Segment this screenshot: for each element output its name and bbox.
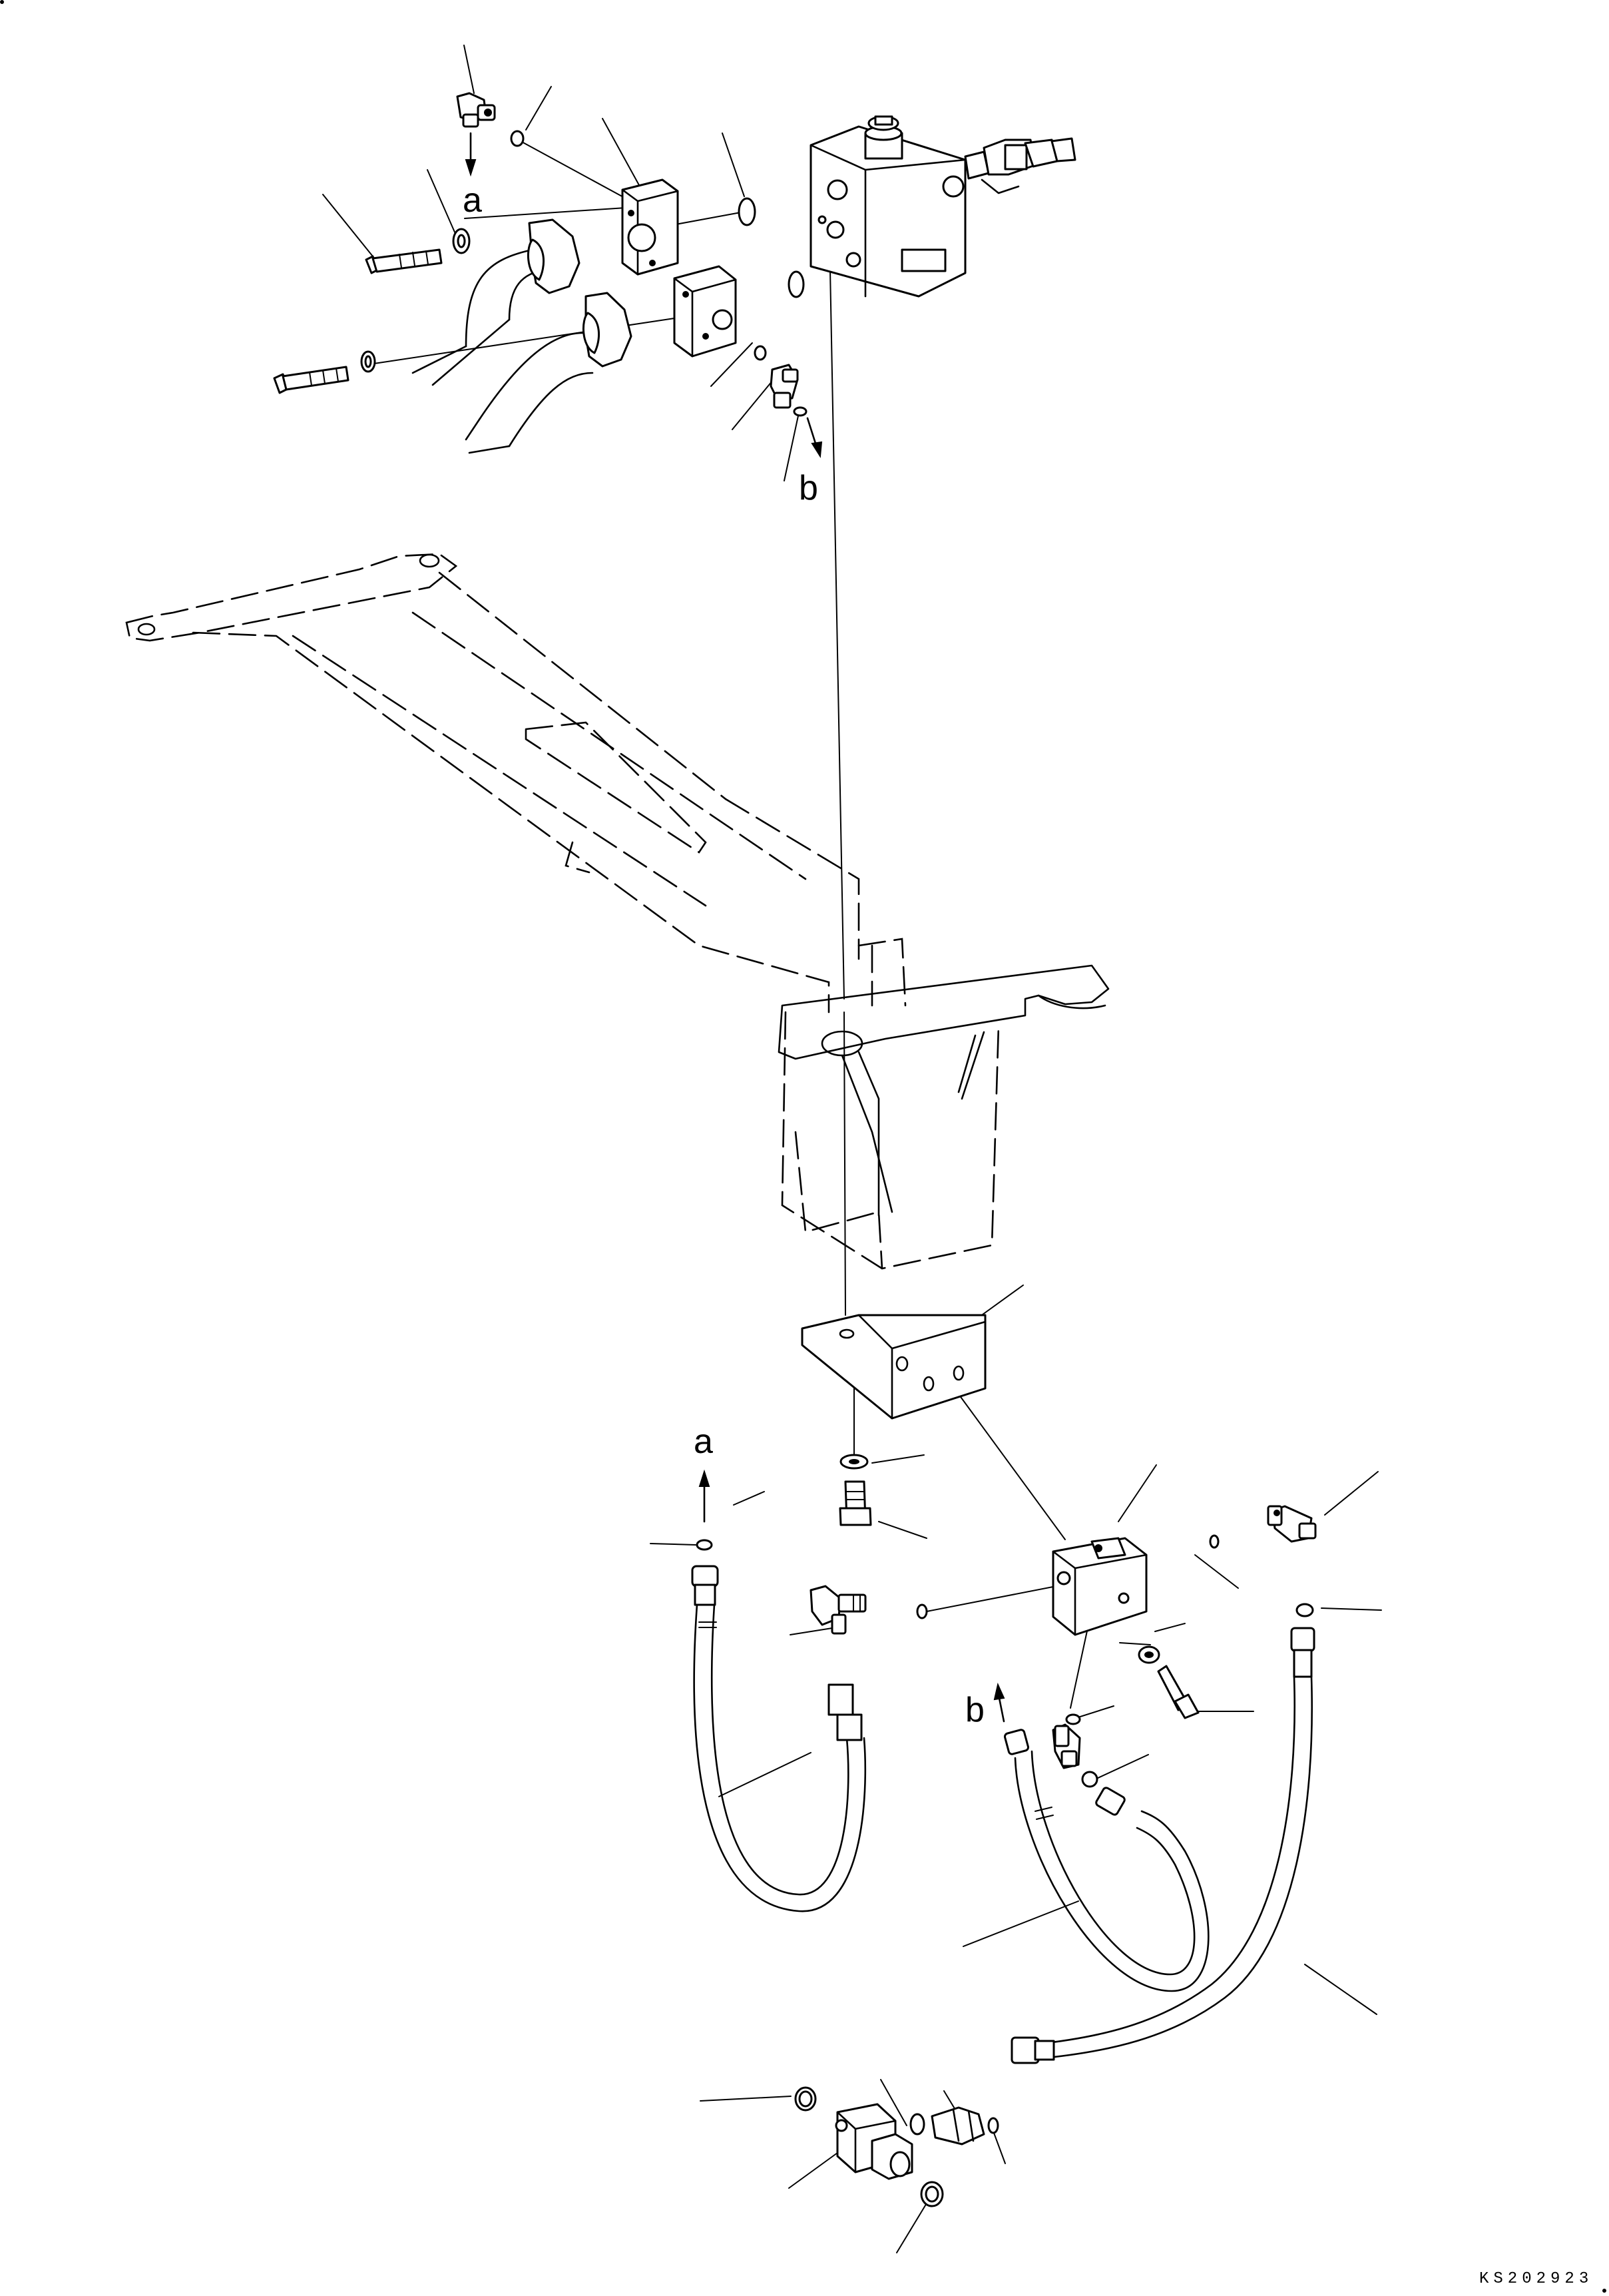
elbow-fitting-top bbox=[456, 92, 496, 128]
washer-valve bbox=[1138, 1645, 1160, 1664]
o-ring-top-3 bbox=[754, 345, 767, 361]
corner-dot-bottom-right bbox=[1602, 2289, 1606, 2293]
elbow-fitting-left bbox=[809, 1585, 867, 1635]
frame-member bbox=[125, 553, 1110, 1270]
hose-flange-upper bbox=[411, 218, 580, 386]
elbow-fitting-right bbox=[1267, 1505, 1317, 1543]
hose-middle bbox=[1003, 1729, 1210, 1992]
o-ring-top-small bbox=[510, 130, 525, 147]
o-ring-right-hose bbox=[1295, 1603, 1314, 1617]
elbow-fitting-center bbox=[1052, 1723, 1081, 1769]
bottom-o-ring-mid bbox=[909, 2113, 925, 2136]
view-letter-b-top: b bbox=[799, 469, 818, 507]
bottom-elbow-block bbox=[835, 2103, 913, 2180]
bolt-mid bbox=[839, 1480, 872, 1526]
o-ring-center-1 bbox=[1065, 1713, 1081, 1725]
drawing-code: KS202923 bbox=[1479, 2270, 1593, 2288]
bottom-o-ring-small bbox=[987, 2117, 999, 2134]
view-letter-b-bottom: b bbox=[965, 1691, 985, 1729]
valve-block bbox=[809, 115, 1076, 298]
bottom-o-ring-lower bbox=[920, 2181, 944, 2207]
bottom-adapter bbox=[931, 2106, 985, 2146]
washer-upper bbox=[452, 228, 471, 254]
arrow-a-top: a bbox=[463, 132, 482, 220]
split-flange-upper bbox=[621, 178, 679, 276]
o-ring-valve-left bbox=[916, 1603, 928, 1619]
hose-right bbox=[1011, 1627, 1315, 2064]
corner-dot-top-left bbox=[0, 0, 4, 4]
bolt-valve bbox=[1157, 1665, 1200, 1719]
check-valve-block bbox=[1052, 1537, 1148, 1636]
arrow-b-bottom: b bbox=[965, 1682, 1005, 1729]
leader-lines bbox=[322, 45, 1382, 2253]
bolt-lower bbox=[273, 366, 349, 394]
view-letter-a-top: a bbox=[463, 181, 482, 220]
o-ring-top-2 bbox=[788, 270, 805, 298]
view-letter-a-bottom: a bbox=[694, 1422, 713, 1461]
o-ring-b-small bbox=[793, 406, 807, 417]
washer-mid bbox=[839, 1454, 869, 1470]
assembly-lines bbox=[373, 141, 1151, 1709]
o-ring-center-2 bbox=[1081, 1771, 1098, 1788]
o-ring-valve-right bbox=[1209, 1534, 1220, 1549]
bottom-o-ring-top bbox=[794, 2086, 817, 2112]
hose-left bbox=[691, 1565, 867, 1912]
arrow-a-bottom: a bbox=[694, 1422, 713, 1523]
bolt-upper bbox=[365, 248, 443, 274]
elbow-fitting-b bbox=[770, 364, 799, 409]
washer-lower bbox=[360, 350, 376, 373]
mounting-bracket bbox=[801, 1314, 987, 1420]
o-ring-a-bottom bbox=[696, 1539, 713, 1551]
hose-flange-lower bbox=[465, 292, 632, 454]
arrow-b-top: b bbox=[799, 417, 823, 507]
o-ring-top-1 bbox=[738, 197, 756, 226]
split-flange-lower bbox=[673, 265, 737, 358]
